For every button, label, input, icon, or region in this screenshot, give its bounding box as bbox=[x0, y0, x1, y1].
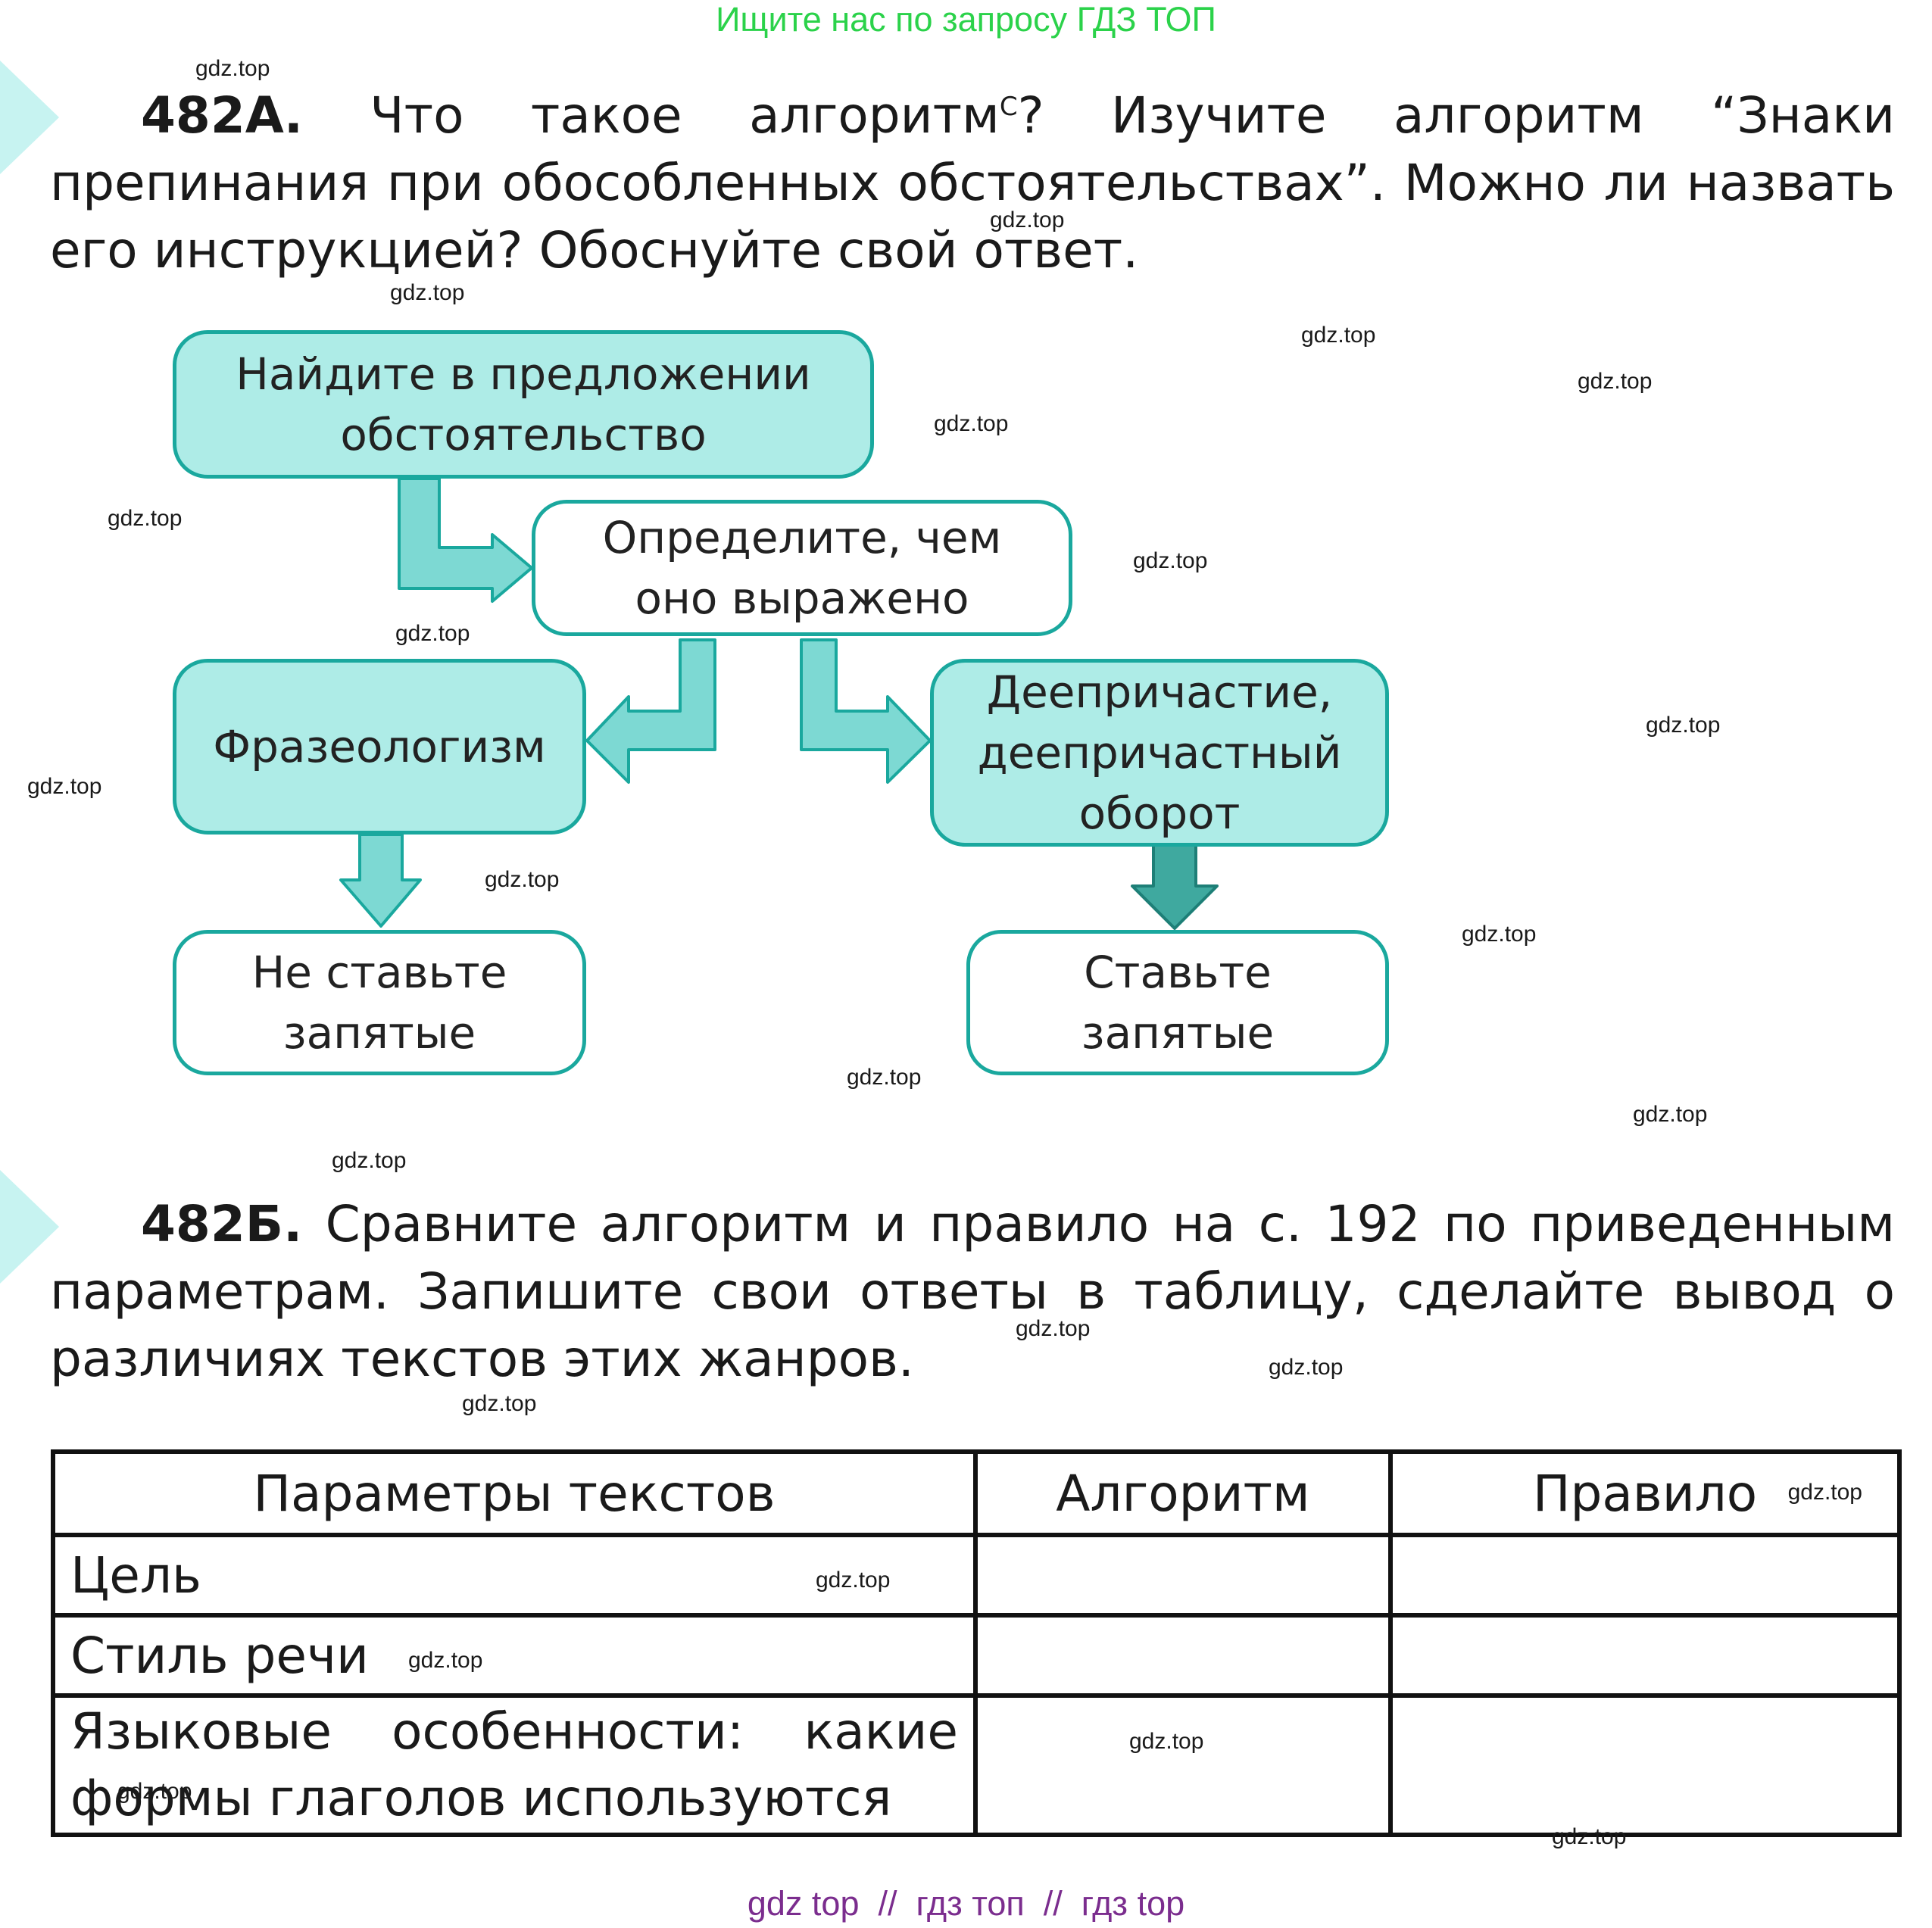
table-cell: Языковые особенности: какие формы глагол… bbox=[51, 1693, 978, 1837]
watermark: gdz.top bbox=[1301, 323, 1376, 348]
watermark: gdz.top bbox=[1787, 1480, 1862, 1505]
decorative-triangle bbox=[0, 1170, 59, 1284]
watermark: gdz.top bbox=[390, 280, 465, 305]
table-cell[interactable] bbox=[973, 1533, 1393, 1618]
arrow-phraseologism-to-no-commas bbox=[339, 833, 422, 928]
watermark: gdz.top bbox=[332, 1148, 407, 1173]
watermark: gdz.top bbox=[408, 1648, 483, 1673]
arrow-participle-to-commas bbox=[1131, 841, 1219, 930]
watermark: gdz.top bbox=[934, 411, 1009, 436]
task-a-text: 482А. Что такое алгоритмС? Изучите алгор… bbox=[50, 86, 1895, 279]
task-a-number: 482А. bbox=[141, 86, 303, 145]
watermark: gdz.top bbox=[108, 506, 183, 531]
watermark: gdz.top bbox=[195, 56, 270, 81]
decorative-triangle bbox=[0, 61, 59, 174]
table-header-cell: Параметры текстов bbox=[51, 1449, 978, 1537]
table-cell[interactable] bbox=[1388, 1613, 1902, 1698]
task-b-number: 482Б. bbox=[141, 1195, 303, 1253]
arrow-determine-to-phraseologism bbox=[585, 638, 716, 784]
watermark: gdz.top bbox=[1129, 1729, 1204, 1754]
table-cell[interactable]: gdz.top bbox=[1388, 1693, 1902, 1849]
table-cell[interactable] bbox=[1388, 1533, 1902, 1618]
box-phraseologism: Фразеологизм bbox=[173, 659, 586, 835]
arrow-find-to-determine bbox=[398, 477, 533, 603]
table-row: Языковые особенности: какие формы глагол… bbox=[51, 1693, 1902, 1849]
watermark: gdz.top bbox=[1133, 548, 1208, 573]
watermark: gdz.top bbox=[1016, 1316, 1091, 1341]
watermark: gdz.top bbox=[816, 1568, 891, 1593]
watermark: gdz.top bbox=[485, 867, 560, 892]
watermark: gdz.top bbox=[990, 207, 1065, 232]
arrow-determine-to-participle bbox=[800, 638, 932, 784]
watermark: gdz.top bbox=[462, 1391, 537, 1416]
table-cell[interactable]: gdz.top bbox=[973, 1693, 1393, 1837]
watermark: gdz.top bbox=[1269, 1355, 1344, 1380]
table-cell[interactable] bbox=[973, 1613, 1393, 1698]
top-banner: Ищите нас по запросу ГДЗ ТОП bbox=[716, 0, 1216, 39]
watermark: gdz.top bbox=[847, 1065, 922, 1090]
footer-links: gdz top // гдз топ // гдз top bbox=[747, 1884, 1185, 1923]
watermark: gdz.top bbox=[1462, 922, 1537, 947]
task-b-text: 482Б. Сравните алгоритм и правило на с. … bbox=[50, 1195, 1895, 1388]
watermark: gdz.top bbox=[117, 1779, 192, 1804]
watermark: gdz.top bbox=[27, 774, 102, 799]
watermark: gdz.top bbox=[395, 621, 470, 646]
flowchart-arrows bbox=[339, 477, 1219, 930]
table-header-cell: Алгоритм bbox=[973, 1449, 1393, 1537]
watermark: gdz.top bbox=[1552, 1824, 1627, 1849]
watermark: gdz.top bbox=[1633, 1102, 1708, 1127]
watermark: gdz.top bbox=[1646, 713, 1721, 738]
watermark: gdz.top bbox=[1578, 369, 1653, 394]
